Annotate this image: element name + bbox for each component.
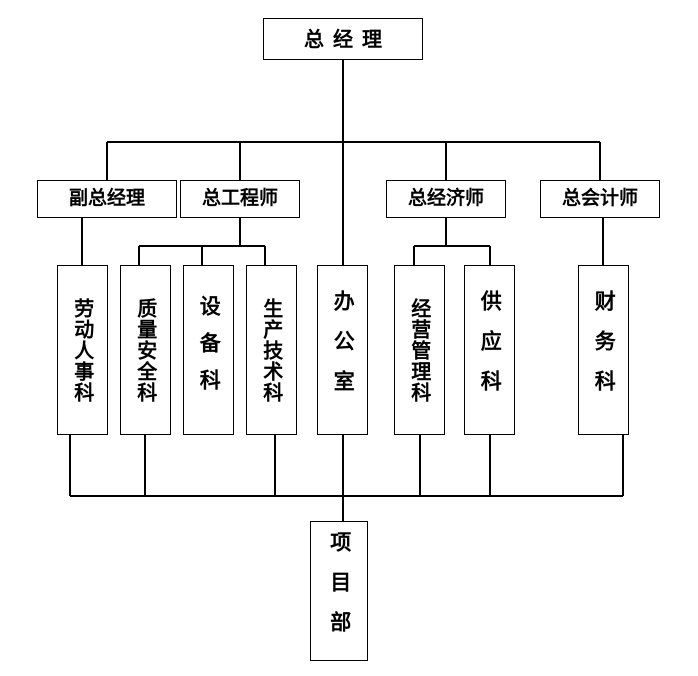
node-business-management-dept[interactable]: 经营管理科: [394, 265, 445, 435]
node-label-chief-engineer: 总工程师: [201, 187, 278, 210]
node-supply-dept[interactable]: 供应科: [464, 265, 515, 435]
node-label-general-manager: 总经理: [304, 26, 391, 51]
node-label-quality-safety-dept: 质量安全科: [133, 297, 158, 403]
node-label-deputy-general-manager: 副总经理: [68, 187, 145, 210]
node-label-labor-personnel-dept: 劳动人事科: [70, 297, 95, 403]
node-finance-dept[interactable]: 财务科: [578, 265, 629, 435]
node-equipment-dept[interactable]: 设备科: [183, 265, 234, 435]
node-chief-accountant[interactable]: 总会计师: [540, 180, 660, 218]
node-chief-economist[interactable]: 总经济师: [386, 180, 506, 218]
node-production-tech-dept[interactable]: 生产技术科: [246, 265, 297, 435]
node-label-finance-dept: 财务科: [592, 290, 617, 410]
node-deputy-general-manager[interactable]: 副总经理: [37, 180, 177, 218]
node-label-business-management-dept: 经营管理科: [407, 297, 432, 403]
node-project-dept[interactable]: 项目部: [310, 521, 368, 661]
node-label-office-dept: 办公室: [331, 290, 356, 410]
node-office-dept[interactable]: 办公室: [317, 265, 368, 435]
node-label-project-dept: 项目部: [327, 531, 352, 651]
node-quality-safety-dept[interactable]: 质量安全科: [120, 265, 171, 435]
node-label-production-tech-dept: 生产技术科: [259, 297, 284, 403]
node-label-supply-dept: 供应科: [478, 290, 503, 410]
node-label-chief-economist: 总经济师: [407, 187, 484, 210]
node-general-manager[interactable]: 总经理: [263, 18, 423, 60]
node-label-chief-accountant: 总会计师: [561, 187, 638, 210]
node-label-equipment-dept: 设备科: [197, 294, 222, 406]
node-labor-personnel-dept[interactable]: 劳动人事科: [57, 265, 108, 435]
node-chief-engineer[interactable]: 总工程师: [180, 180, 300, 218]
